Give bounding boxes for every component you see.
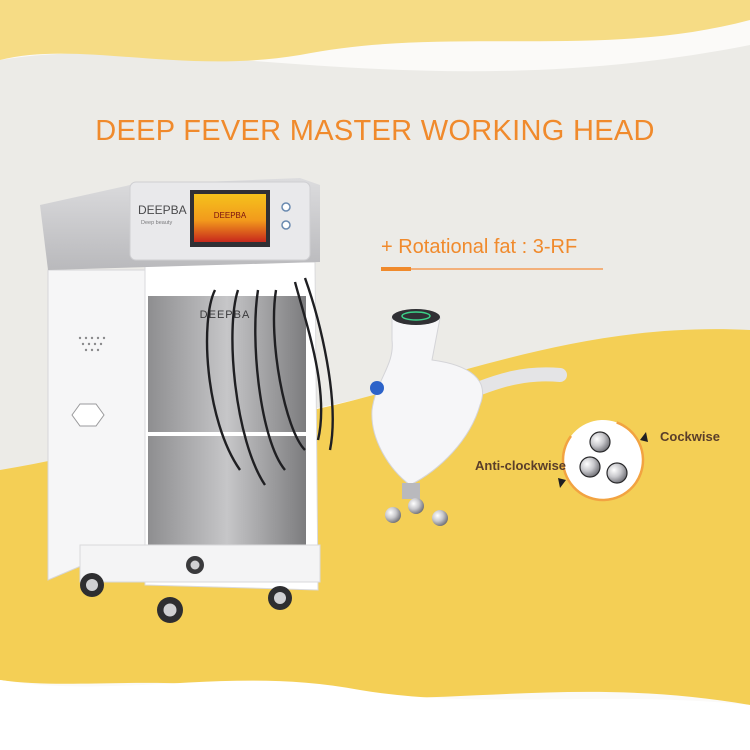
- clockwise-label: Cockwise: [660, 429, 720, 444]
- feature-underline-lead: [381, 267, 411, 271]
- front-panel-top: [148, 296, 306, 432]
- feature-underline: [381, 267, 603, 271]
- control-button: [281, 220, 291, 230]
- yellow-wave-bottom: [0, 329, 750, 705]
- feature-label: + Rotational fat : 3-RF: [381, 236, 578, 258]
- screen: [194, 194, 266, 242]
- yellow-wave-top: [0, 0, 750, 62]
- handpiece-body: [371, 317, 483, 486]
- hexagon-badge: [71, 403, 105, 427]
- front-brand: DEEPBA: [200, 309, 251, 321]
- roller-heads: [385, 498, 448, 526]
- handpiece-neck: [402, 483, 420, 499]
- cables: [205, 277, 334, 486]
- head-brand-sub: Deep beauty: [141, 220, 172, 226]
- handpiece-blue-button: [370, 381, 384, 395]
- vent-grille: [78, 336, 106, 352]
- handpiece-top: [392, 309, 440, 325]
- page-title: DEEP FEVER MASTER WORKING HEAD: [95, 115, 655, 147]
- wheels: [80, 556, 292, 623]
- power-button: [281, 202, 291, 212]
- screen-brand: DEEPBA: [214, 211, 247, 220]
- white-wave-bottom: [0, 680, 750, 750]
- handpiece-top-ring: [401, 311, 431, 321]
- front-panel-bottom: [148, 436, 306, 548]
- head-brand: DEEPBA: [138, 203, 187, 217]
- anticlockwise-label: Anti-clockwise: [475, 458, 567, 473]
- rotation-diagram: [558, 418, 648, 502]
- handpiece-cable: [463, 367, 567, 399]
